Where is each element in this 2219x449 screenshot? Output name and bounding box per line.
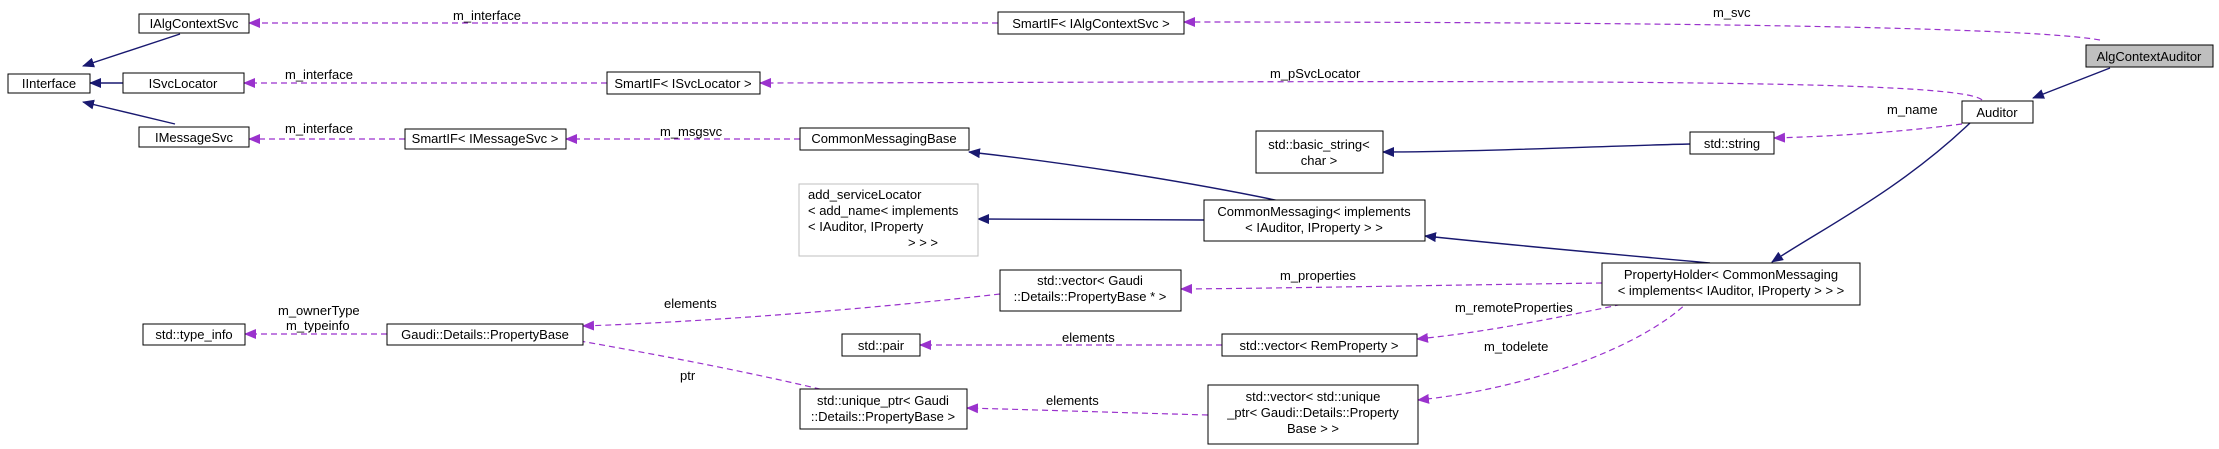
edge-label-m-interface: m_interface xyxy=(285,121,353,136)
edge-vector-unique-ptr-unique-ptr xyxy=(966,403,1209,416)
node-std-basic-string[interactable]: std::basic_string< char > xyxy=(1255,130,1384,174)
node-vector-unique-ptr[interactable]: std::vector< std::unique _ptr< Gaudi::De… xyxy=(1207,384,1419,445)
edge-label-elements: elements xyxy=(664,296,717,311)
node-label: SmartIF< ISvcLocator > xyxy=(614,76,751,91)
node-unique-ptr-propertybase[interactable]: std::unique_ptr< Gaudi ::Details::Proper… xyxy=(799,388,968,430)
node-label: std::basic_string< xyxy=(1268,137,1370,152)
node-vector-remproperty[interactable]: std::vector< RemProperty > xyxy=(1221,333,1418,357)
node-propertyholder[interactable]: PropertyHolder< CommonMessaging < implem… xyxy=(1601,262,1861,306)
edge-vector-propertybase-propertybase xyxy=(582,293,1001,331)
node-label: Base > > xyxy=(1287,421,1339,436)
edge-unique-ptr-propertybase xyxy=(562,334,841,395)
edge-label-elements: elements xyxy=(1046,393,1099,408)
edge-label-m-interface: m_interface xyxy=(285,67,353,82)
node-std-pair[interactable]: std::pair xyxy=(841,333,921,357)
node-smartif-isvclocator[interactable]: SmartIF< ISvcLocator > xyxy=(606,71,761,95)
node-label: std::type_info xyxy=(155,327,232,342)
node-label: ::Details::PropertyBase * > xyxy=(1014,289,1167,304)
edge-label-m-name: m_name xyxy=(1887,102,1938,117)
node-label: < add_name< implements xyxy=(808,203,959,218)
node-label: SmartIF< IAlgContextSvc > xyxy=(1012,16,1170,31)
node-add-servicelocator[interactable]: add_serviceLocator < add_name< implement… xyxy=(798,183,979,257)
node-label: < implements< IAuditor, IProperty > > > xyxy=(1618,283,1845,298)
node-label: > > > xyxy=(908,235,938,250)
edge-label-m-psvclocator: m_pSvcLocator xyxy=(1270,66,1361,81)
node-label: std::vector< std::unique xyxy=(1246,389,1381,404)
edge-label-ptr: ptr xyxy=(680,368,696,383)
node-label: std::pair xyxy=(858,338,905,353)
node-label: std::vector< RemProperty > xyxy=(1240,338,1399,353)
node-label: SmartIF< IMessageSvc > xyxy=(412,131,559,146)
edge-propertyholder-vector-unique-ptr xyxy=(1417,299,1691,404)
node-algcontextauditor[interactable]: AlgContextAuditor xyxy=(2085,44,2214,68)
edge-commonmessaging-commonmessagingbase xyxy=(968,148,1286,203)
node-propertybase[interactable]: Gaudi::Details::PropertyBase xyxy=(386,323,584,346)
node-label: CommonMessaging< implements xyxy=(1217,204,1411,219)
node-label: char > xyxy=(1301,153,1338,168)
node-label: PropertyHolder< CommonMessaging xyxy=(1624,267,1838,282)
node-label: IInterface xyxy=(22,76,76,91)
node-std-string[interactable]: std::string xyxy=(1689,131,1775,155)
edge-auditor-std-string xyxy=(1773,123,1963,143)
node-isvclocator[interactable]: ISvcLocator xyxy=(122,72,245,94)
node-label: Gaudi::Details::PropertyBase xyxy=(401,327,569,342)
node-label: add_serviceLocator xyxy=(808,187,922,202)
edge-label-m-remoteproperties: m_remoteProperties xyxy=(1455,300,1573,315)
edge-imessagesvc-iinterface xyxy=(82,99,176,125)
node-iinterface[interactable]: IInterface xyxy=(7,73,91,94)
edge-algcontextauditor-smartif-ialgcontextsvc xyxy=(1183,17,2101,41)
node-commonmessaging[interactable]: CommonMessaging< implements < IAuditor, … xyxy=(1203,199,1426,242)
node-smartif-imessagesvc[interactable]: SmartIF< IMessageSvc > xyxy=(404,128,567,150)
node-label: < IAuditor, IProperty xyxy=(808,219,924,234)
edge-label-m-todelete: m_todelete xyxy=(1484,339,1548,354)
edge-label-m-svc: m_svc xyxy=(1713,5,1751,20)
node-ialgcontextsvc[interactable]: IAlgContextSvc xyxy=(138,13,250,34)
node-imessagesvc[interactable]: IMessageSvc xyxy=(138,126,250,148)
node-label: std::vector< Gaudi xyxy=(1037,273,1143,288)
edge-ialgcontextsvc-iinterface xyxy=(82,33,181,68)
node-label: IAlgContextSvc xyxy=(150,16,239,31)
edge-std-string-basic-string xyxy=(1382,143,1691,157)
edge-label-m-interface: m_interface xyxy=(453,8,521,23)
node-commonmessagingbase[interactable]: CommonMessagingBase xyxy=(799,127,970,151)
edge-algcontextauditor-auditor xyxy=(2032,67,2111,99)
edge-label-m-properties: m_properties xyxy=(1280,268,1356,283)
node-label: CommonMessagingBase xyxy=(811,131,956,146)
edge-propertyholder-vector-propertybase xyxy=(1180,282,1603,294)
edge-propertyholder-vector-remproperty xyxy=(1416,295,1661,343)
edge-auditor-smartif-isvclocator xyxy=(759,77,1983,101)
edge-propertyholder-commonmessaging xyxy=(1424,232,1711,264)
node-label: ISvcLocator xyxy=(149,76,218,91)
edge-label-elements: elements xyxy=(1062,330,1115,345)
edge-label-m-typeinfo: m_typeinfo xyxy=(286,318,350,333)
edge-label-m-msgsvc: m_msgsvc xyxy=(660,124,723,139)
node-label: AlgContextAuditor xyxy=(2097,49,2202,64)
node-vector-propertybase[interactable]: std::vector< Gaudi ::Details::PropertyBa… xyxy=(999,269,1182,312)
node-label: Auditor xyxy=(1976,105,2018,120)
node-label: < IAuditor, IProperty > > xyxy=(1245,220,1383,235)
node-label: std::unique_ptr< Gaudi xyxy=(817,393,949,408)
edge-commonmessaging-add-servicelocator xyxy=(977,214,1205,225)
node-label: _ptr< Gaudi::Details::Property xyxy=(1226,405,1399,420)
node-label: std::string xyxy=(1704,136,1760,151)
node-auditor[interactable]: Auditor xyxy=(1961,100,2034,124)
node-label: ::Details::PropertyBase > xyxy=(811,409,955,424)
node-label: IMessageSvc xyxy=(155,130,234,145)
node-smartif-ialgcontextsvc[interactable]: SmartIF< IAlgContextSvc > xyxy=(997,11,1185,35)
node-std-type-info[interactable]: std::type_info xyxy=(142,323,246,346)
edge-label-m-ownertype: m_ownerType xyxy=(278,303,360,318)
edge-auditor-propertyholder xyxy=(1771,122,1971,263)
